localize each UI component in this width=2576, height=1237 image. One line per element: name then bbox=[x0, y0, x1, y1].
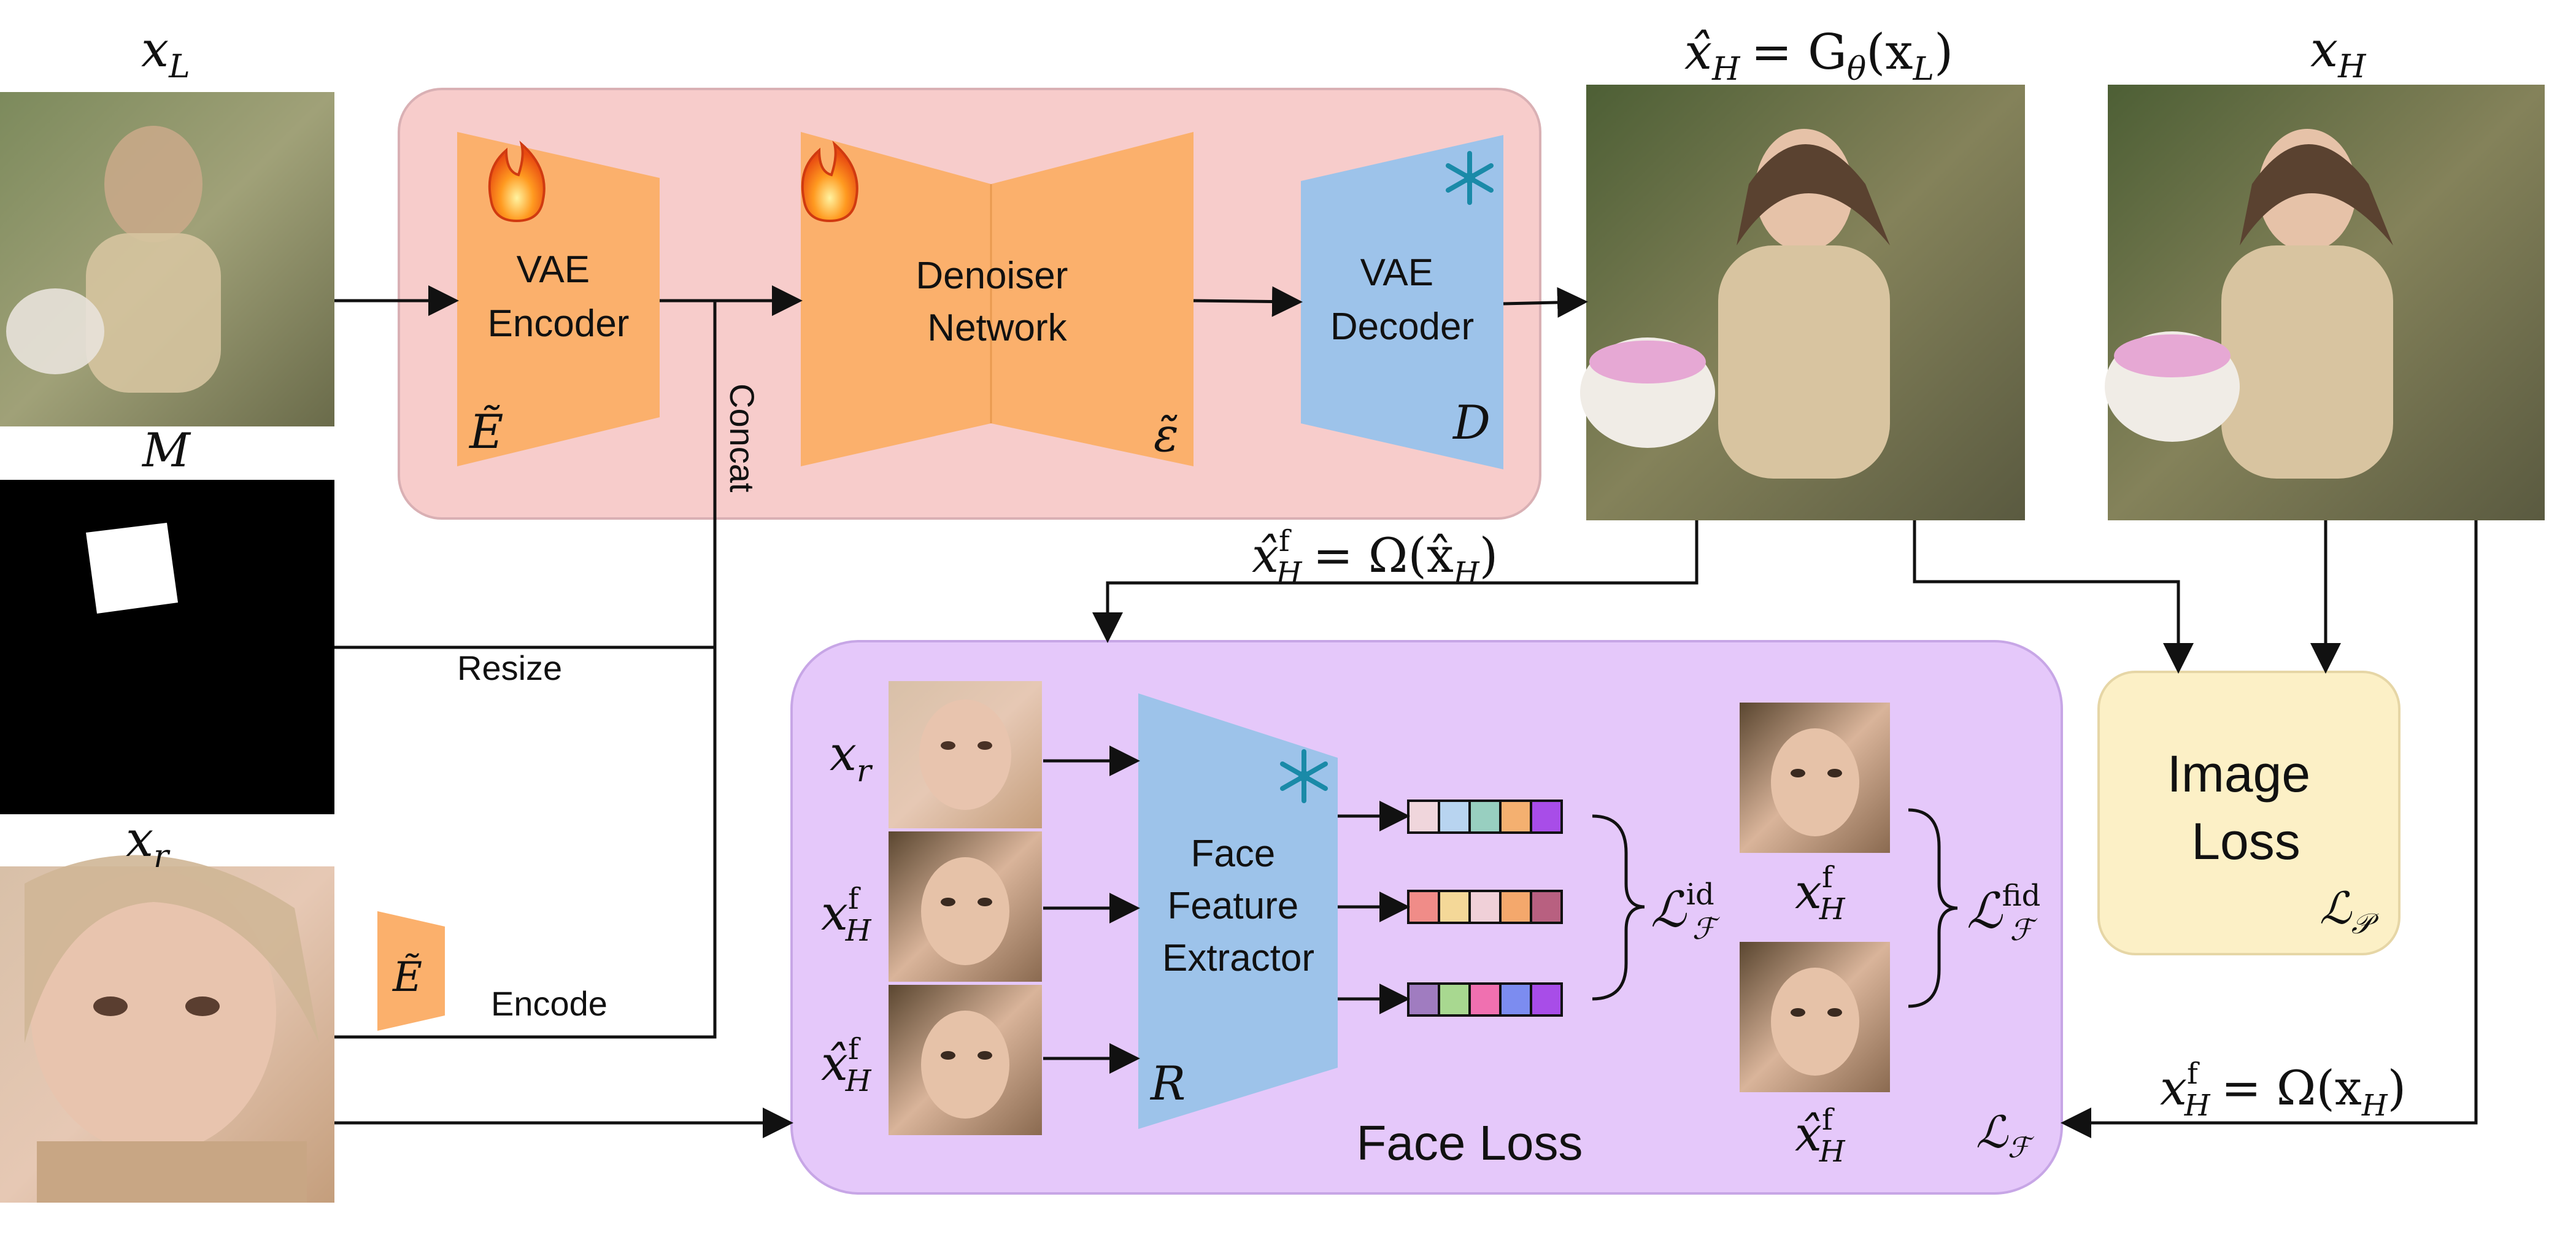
feature-cell bbox=[1468, 890, 1502, 924]
reference-image bbox=[0, 855, 334, 1203]
face-extractor-label: Face Feature Extractor bbox=[1162, 833, 1314, 979]
feature-cell bbox=[1499, 890, 1532, 924]
feature-cell bbox=[1468, 982, 1502, 1017]
ground-truth-image bbox=[2105, 85, 2545, 520]
face-crop-restored bbox=[889, 985, 1042, 1135]
feature-cell bbox=[1530, 982, 1563, 1017]
arrow-output-to-image-loss bbox=[1913, 520, 2194, 674]
snowflake-icon bbox=[1280, 749, 1328, 803]
face-crop-right-top bbox=[1740, 703, 1890, 853]
feature-cell bbox=[1499, 982, 1532, 1017]
snowflake-icon bbox=[1446, 151, 1494, 205]
feature-cell bbox=[1407, 982, 1440, 1017]
label-x-high: xH bbox=[2310, 21, 2367, 85]
resize-label: Resize bbox=[457, 649, 562, 687]
small-encoder-shape bbox=[377, 911, 445, 1031]
arrow-output-to-face-loss bbox=[1092, 520, 1699, 643]
small-encoder-symbol: Ẽ bbox=[392, 954, 422, 1001]
face-loss-title: Face Loss bbox=[1356, 1116, 1583, 1170]
feature-vectors bbox=[1407, 800, 1563, 1017]
denoiser-symbol: ε̃ bbox=[1154, 407, 1179, 462]
arrow-gt-to-face-loss bbox=[2061, 520, 2478, 1138]
label-x-ref: xr bbox=[126, 811, 171, 875]
face-extractor-symbol: R bbox=[1149, 1056, 1186, 1111]
brace-fid bbox=[1908, 808, 1958, 1008]
label-output-equation: x̂H= Gθ(xL) bbox=[1684, 23, 1953, 88]
label-mask: M bbox=[141, 423, 191, 477]
input-xr-label: xr bbox=[830, 726, 873, 788]
face-crop-reference bbox=[889, 681, 1042, 828]
arrow-denoiser-to-decoder bbox=[1193, 286, 1303, 317]
fire-icon bbox=[801, 141, 858, 223]
concat-label: Concat bbox=[723, 383, 762, 493]
image-loss-label: Image Loss bbox=[2167, 745, 2325, 870]
fire-icon bbox=[488, 141, 546, 223]
face-extractor-shape bbox=[1138, 693, 1338, 1129]
vae-decoder-shape bbox=[1301, 135, 1503, 469]
denoiser-shape-right bbox=[991, 132, 1194, 466]
feature-cell bbox=[1438, 890, 1471, 924]
feature-cell bbox=[1407, 800, 1440, 834]
face-crop-right-bottom bbox=[1740, 942, 1890, 1092]
vae-decoder-label: VAE Decoder bbox=[1330, 252, 1474, 348]
concat-line bbox=[334, 301, 717, 1039]
restored-image bbox=[1580, 85, 2025, 520]
image-loss-panel bbox=[2097, 671, 2401, 955]
feature-cell bbox=[1468, 800, 1502, 834]
arrow-decoder-to-output bbox=[1503, 287, 1588, 318]
feature-cell bbox=[1438, 800, 1471, 834]
feature-cell bbox=[1407, 890, 1440, 924]
vae-encoder-symbol: Ẽ bbox=[468, 404, 503, 459]
feature-cell bbox=[1438, 982, 1471, 1017]
denoiser-label: Denoiser Network bbox=[916, 255, 1078, 349]
brace-id bbox=[1592, 814, 1645, 1001]
vae-encoder-label: VAE Encoder bbox=[488, 249, 630, 345]
low-res-image bbox=[0, 92, 334, 426]
vae-decoder-symbol: D bbox=[1452, 395, 1490, 450]
face-crop-ground-truth bbox=[889, 831, 1042, 982]
feature-cell bbox=[1499, 800, 1532, 834]
feature-cell bbox=[1530, 800, 1563, 834]
label-x-low: xL bbox=[141, 21, 190, 85]
feature-cell bbox=[1530, 890, 1563, 924]
mask-image bbox=[0, 480, 334, 814]
encode-label: Encode bbox=[491, 984, 607, 1023]
